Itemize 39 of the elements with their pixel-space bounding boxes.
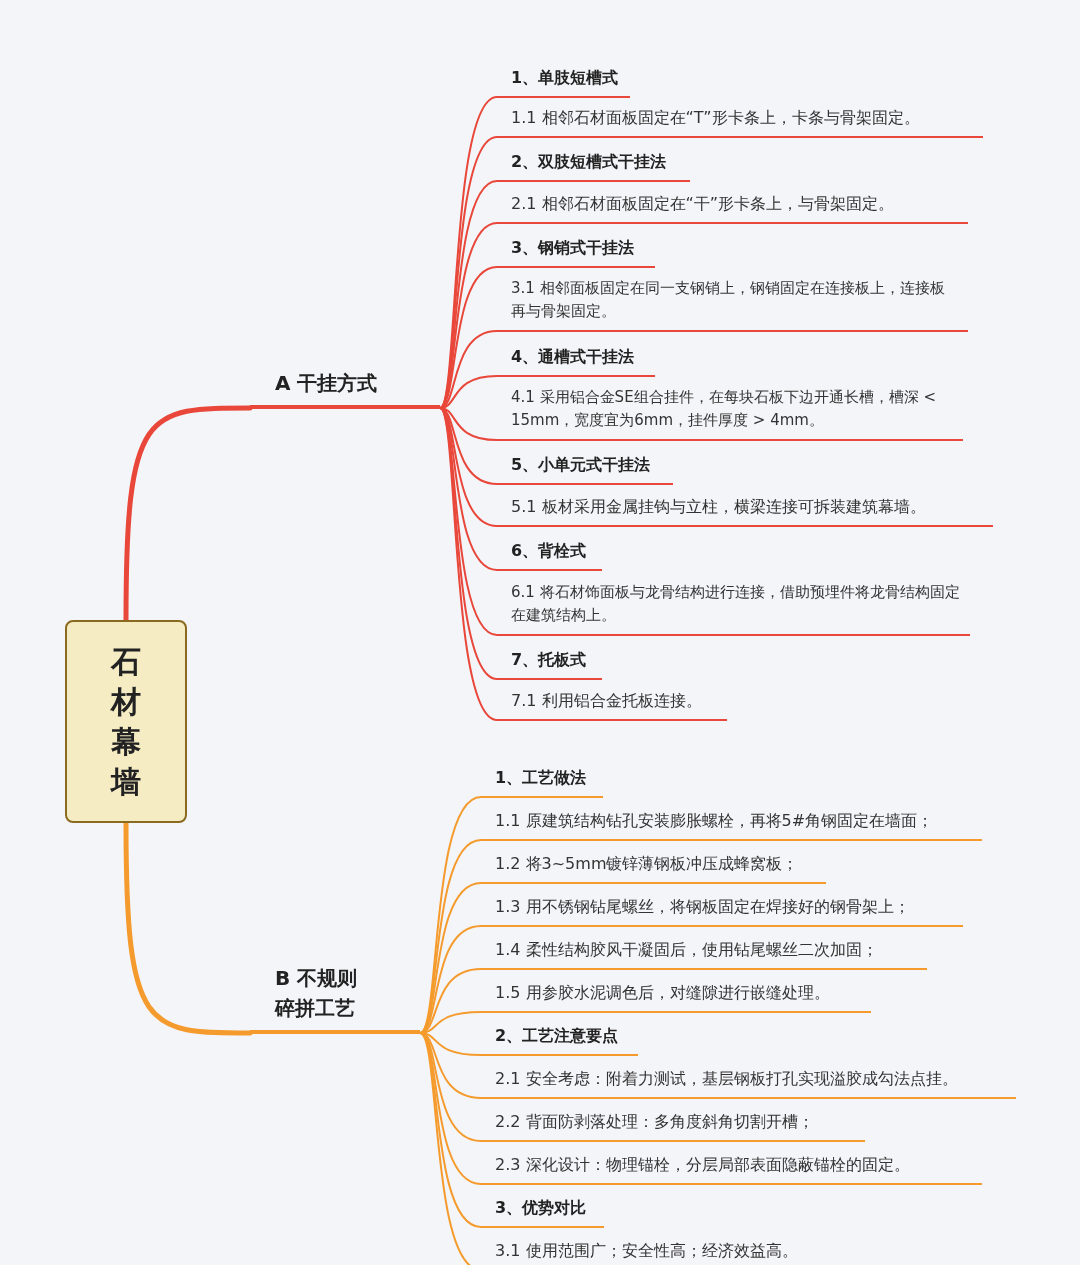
topic-text: 1.3 用不锈钢钻尾螺丝，将钢板固定在焊接好的钢骨架上； [481, 895, 963, 927]
branch-line [123, 820, 253, 1036]
subtopic-heading: 1、单肢短槽式 [497, 66, 630, 98]
topic-text: 3.1 使用范围广；安全性高；经济效益高。 [481, 1239, 870, 1265]
topic-text: 1.1 相邻石材面板固定在“T”形卡条上，卡条与骨架固定。 [497, 106, 983, 138]
branch-line [439, 266, 498, 409]
topic-text: 1.4 柔性结构胶风干凝固后，使用钻尾螺丝二次加固； [481, 938, 927, 970]
topic-text: 2.1 安全考虑：附着力测试，基层钢板打孔实现溢胶成勾法点挂。 [481, 1067, 1016, 1099]
branch-line [419, 882, 482, 1034]
branch-line [123, 405, 253, 623]
subtopic-heading: 3、优势对比 [481, 1196, 604, 1228]
topic-text: 2.1 相邻石材面板固定在“干”形卡条上，与骨架固定。 [497, 192, 968, 224]
subtopic-heading: 2、双肢短槽式干挂法 [497, 150, 690, 182]
topic-text: 2.3 深化设计：物理锚栓，分层局部表面隐蔽锚栓的固定。 [481, 1153, 982, 1185]
branch-line [419, 839, 482, 1034]
topic-text: 1.1 原建筑结构钻孔安装膨胀螺栓，再将5#角钢固定在墙面； [481, 809, 982, 841]
topic-text: 1.5 用参胶水泥调色后，对缝隙进行嵌缝处理。 [481, 981, 871, 1013]
topic-text: 7.1 利用铝合金托板连接。 [497, 689, 727, 721]
subtopic-heading: 6、背栓式 [497, 539, 602, 571]
root-topic-text: 石材幕墙 [110, 642, 142, 801]
topic-text: 3.1 相邻面板固定在同一支钢销上，钢销固定在连接板上，连接板再与骨架固定。 [497, 277, 968, 332]
branch-line [419, 1032, 482, 1099]
topic-text: 2.2 背面防剥落处理：多角度斜角切割开槽； [481, 1110, 865, 1142]
topic-text: 4.1 采用铝合金SE组合挂件，在每块石板下边开通长槽，槽深 < 15mm，宽度宜为6mm，挂件厚度 > 4mm。 [497, 386, 963, 441]
branch-line [439, 330, 498, 409]
branch-topic: B 不规则碎拼工艺 [250, 963, 420, 1034]
root-topic-box [65, 620, 187, 823]
subtopic-heading: 2、工艺注意要点 [481, 1024, 638, 1056]
subtopic-heading: 3、钢销式干挂法 [497, 236, 655, 268]
subtopic-heading: 5、小单元式干挂法 [497, 453, 673, 485]
branch-line [439, 407, 498, 636]
subtopic-heading: 1、工艺做法 [481, 766, 603, 798]
branch-topic: A 干挂方式 [250, 368, 440, 409]
topic-text: 1.2 将3~5mm镀锌薄钢板冲压成蜂窝板； [481, 852, 826, 884]
topic-text: 6.1 将石材饰面板与龙骨结构进行连接，借助预埋件将龙骨结构固定在建筑结构上。 [497, 581, 970, 636]
subtopic-heading: 4、通槽式干挂法 [497, 345, 655, 377]
topic-text: 5.1 板材采用金属挂钩与立柱，横梁连接可拆装建筑幕墙。 [497, 495, 993, 527]
subtopic-heading: 7、托板式 [497, 648, 602, 680]
branch-line [419, 925, 482, 1034]
